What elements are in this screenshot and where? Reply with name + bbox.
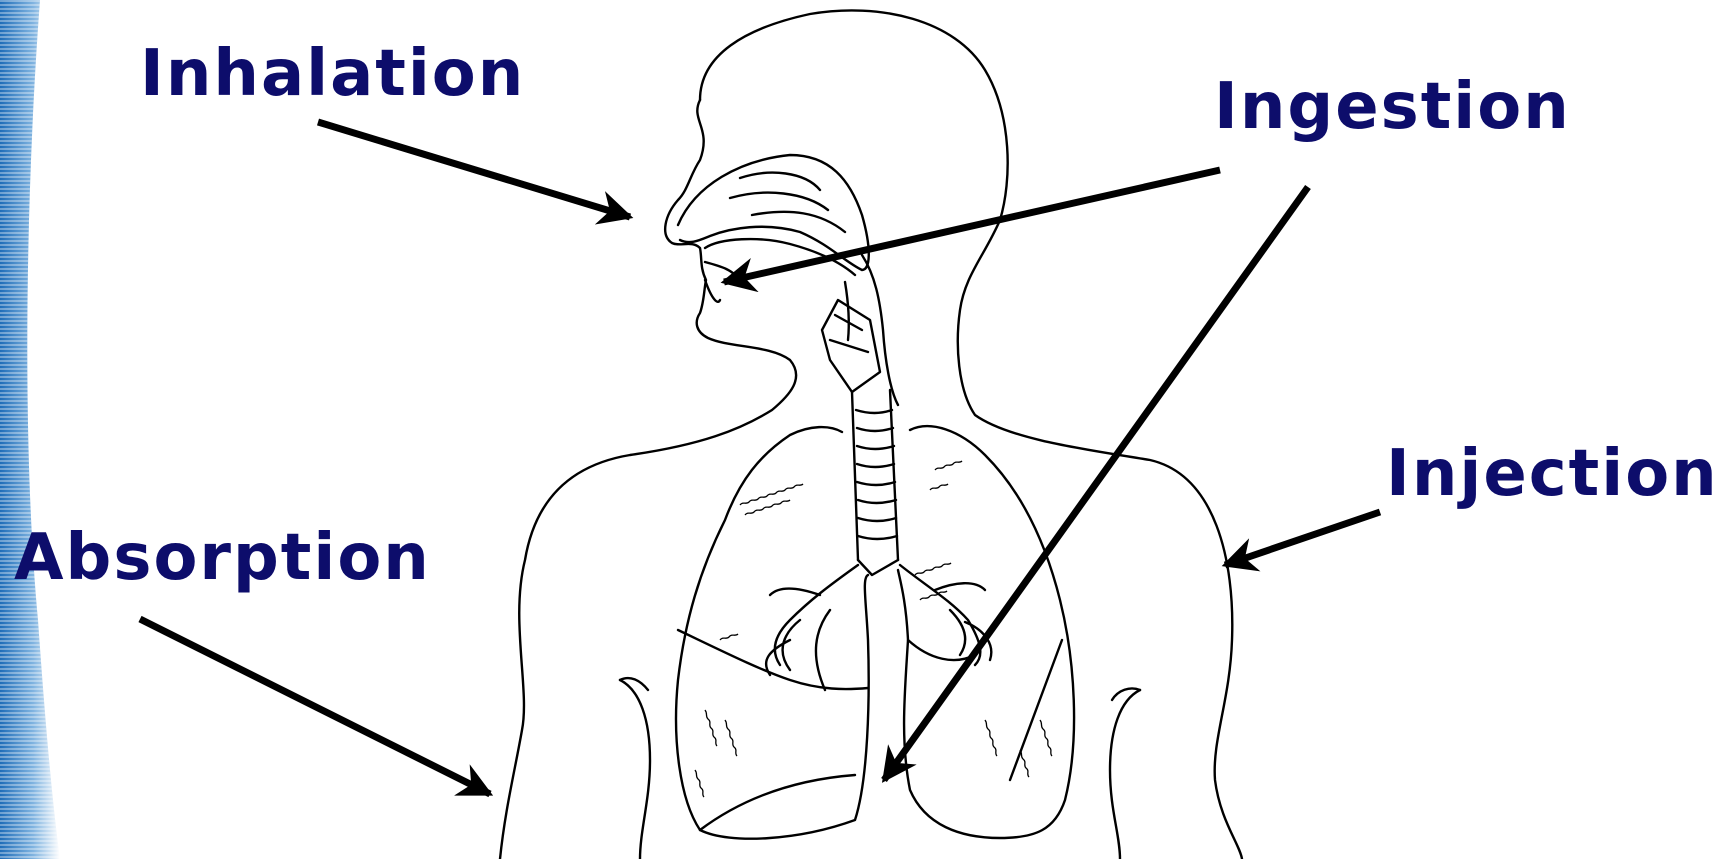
left-arm-inner (620, 680, 650, 859)
right-arm-inner (1110, 690, 1140, 859)
pharynx (862, 255, 898, 405)
right-lung-fissure (1010, 640, 1062, 780)
ingestion-gut-arrow (884, 187, 1308, 780)
alveoli-clusters (695, 461, 1052, 797)
injection-label: Injection (1386, 442, 1717, 506)
trachea-right (890, 390, 898, 560)
injection-arrow (1225, 512, 1380, 565)
absorption-label: Absorption (14, 526, 431, 590)
trachea-left (852, 392, 858, 560)
inhalation-label: Inhalation (140, 42, 525, 106)
ingestion-mouth-arrow (724, 170, 1220, 282)
inhalation-arrow (318, 122, 630, 217)
ingestion-label: Ingestion (1214, 75, 1571, 139)
right-bronchus (900, 565, 980, 665)
trachea-rings (856, 410, 897, 539)
absorption-arrow (140, 619, 490, 794)
left-lung-fissure (678, 630, 868, 689)
body-outline (700, 10, 1242, 859)
